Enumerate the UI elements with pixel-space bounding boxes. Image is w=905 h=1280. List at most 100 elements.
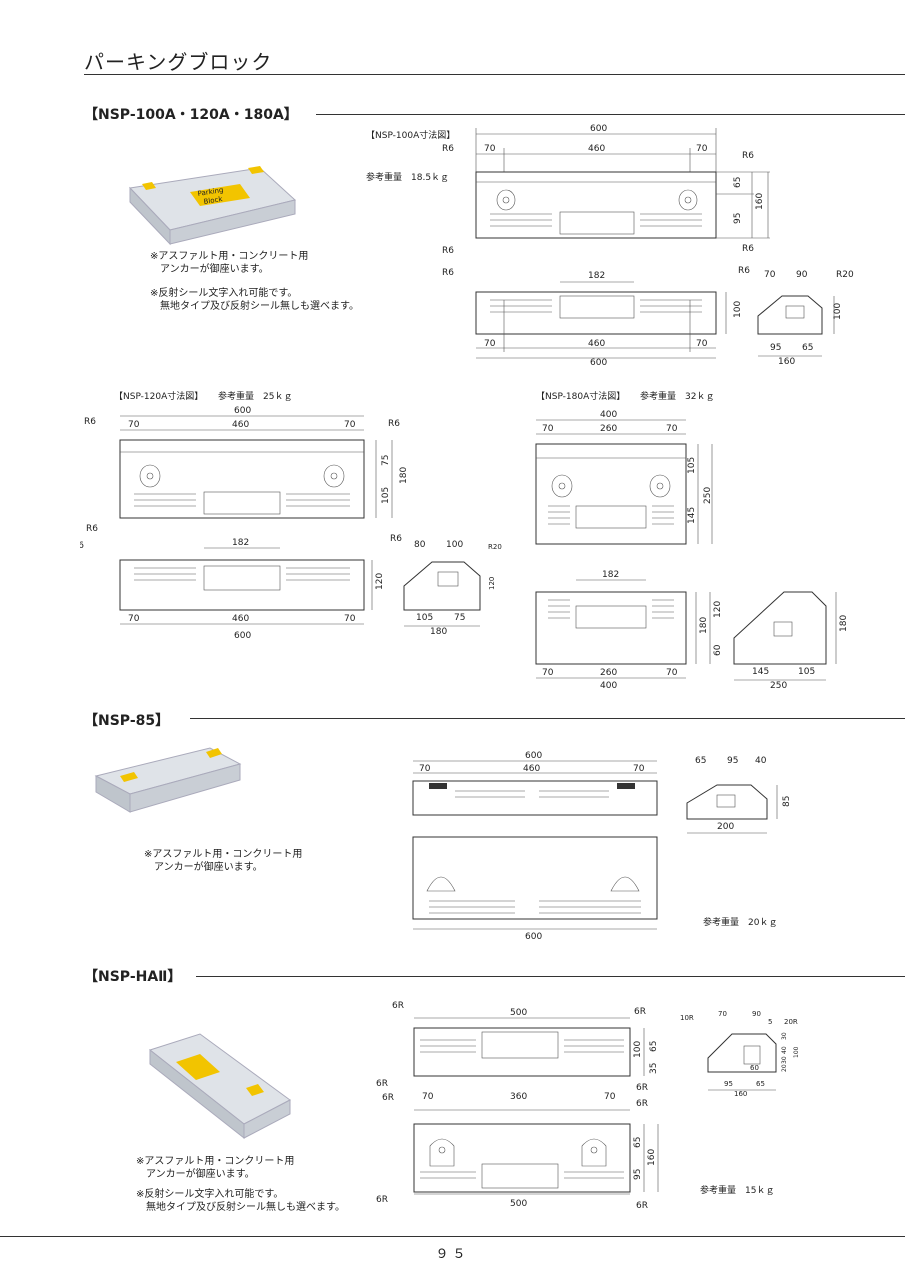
dim-120-h2: 105 (381, 487, 391, 504)
dim-85-l: 70 (419, 764, 431, 774)
dim-120-sb: 100 (446, 540, 463, 550)
dim-ha-h: 100 (633, 1041, 643, 1058)
dim-120-fw: 600 (234, 631, 251, 640)
dim-has-v4: 30 (781, 1056, 788, 1064)
section-divider (196, 976, 905, 977)
dim-has-w: 160 (734, 1090, 747, 1098)
dim-ha-th: 160 (647, 1149, 657, 1166)
dim-180-fw: 400 (600, 681, 617, 691)
dim-120-sr: R20 (488, 543, 502, 551)
product-photo-nspha (148, 1033, 291, 1140)
dim-ha-r: 70 (604, 1092, 616, 1102)
note-anchor-nspha: ※アスファルト用・コンクリート用 アンカーが御座います。 (136, 1156, 295, 1180)
dim-has-h: 100 (793, 1046, 800, 1058)
dim-has-v5: 20 (781, 1064, 788, 1072)
dim-180-h2: 145 (687, 507, 697, 524)
dim-100-r6f: R6 (738, 266, 750, 276)
dim-has-b: 90 (752, 1010, 761, 1018)
dim-120-sh: 120 (488, 577, 496, 590)
drawing-nsp85: 600 70 460 70 600 65 95 40 85 200 (412, 751, 792, 942)
dim-120-r: 70 (344, 420, 356, 430)
dim-85-w: 600 (525, 751, 542, 761)
dim-has-v1: 5 (768, 1018, 772, 1026)
caption-nsp100a: 【NSP-100A寸法図】 (366, 131, 456, 141)
dim-120-label: 182 (232, 538, 249, 548)
note-anchor-nsp85: ※アスファルト用・コンクリート用 アンカーが御座います。 (144, 849, 303, 873)
dim-100-m: 460 (588, 144, 605, 154)
weight-nsp120a: 参考重量 25ｋｇ (218, 392, 293, 402)
dim-ha-r6d: 6R (636, 1083, 648, 1093)
caption-nsp120a: 【NSP-120A寸法図】 (114, 392, 204, 402)
dim-has-c: 95 (724, 1080, 733, 1088)
dim-100-sb: 90 (796, 270, 808, 280)
dim-180-l: 70 (542, 424, 554, 434)
weight-nsp180a: 参考重量 32ｋｇ (640, 392, 715, 402)
dim-120-r6e: R6 (390, 534, 402, 544)
product-photo-nsp100: Parking Block (128, 166, 297, 246)
section-heading-nspha: 【NSP-HAⅡ】 (84, 969, 182, 985)
dim-85-bw: 600 (525, 932, 542, 942)
dim-85-sa: 65 (695, 756, 706, 766)
dim-120-r6c: R6 (86, 524, 98, 534)
caption-nsp180a: 【NSP-180A寸法図】 (536, 392, 626, 402)
dim-ha-r6e: 6R (382, 1093, 394, 1103)
dim-120-fr: 70 (344, 614, 356, 624)
block-label-1: Parking (197, 186, 224, 198)
dim-120-sw: 180 (430, 627, 447, 637)
dim-180-sd: 105 (798, 667, 815, 677)
dim-120-sa: 80 (414, 540, 426, 550)
section-heading-nsp85: 【NSP-85】 (84, 713, 170, 729)
dim-100-h2: 95 (733, 213, 743, 224)
dim-180-fh: 180 (699, 617, 709, 634)
dim-120-fh: 120 (375, 573, 385, 590)
dim-ha-th1: 65 (633, 1137, 643, 1148)
dim-100-fl: 70 (484, 339, 496, 349)
dim-100-l: 70 (484, 144, 496, 154)
dim-has-v3: 40 (781, 1046, 788, 1054)
dim-180-w: 400 (600, 410, 617, 420)
dim-120-h: 180 (399, 467, 409, 484)
drawing-nsp100a: 600 70 460 70 R6 R6 65 95 160 R6 R6 R6 R… (442, 124, 854, 368)
drawing-nsp180a: 400 70 260 70 105 145 250 182 120 60 180… (535, 410, 849, 691)
page-number: ９５ (435, 1247, 470, 1262)
dim-180-sc: 145 (752, 667, 769, 677)
dim-180-fh2: 60 (713, 644, 723, 656)
dim-100-w: 600 (590, 124, 607, 134)
dim-100-h: 160 (755, 193, 765, 210)
dim-has-r2: 20R (784, 1018, 798, 1026)
dim-ha-l: 70 (422, 1092, 434, 1102)
dim-180-label: 182 (602, 570, 619, 580)
dim-120-sc: 105 (416, 613, 433, 623)
dim-100-r6d: R6 (742, 244, 754, 254)
dim-100-label: 182 (588, 271, 605, 281)
dim-180-h1: 105 (687, 457, 697, 474)
note-reflector: ※反射シール文字入れ可能です。 無地タイプ及び反射シール無しも選べます。 (150, 288, 359, 312)
dim-100-r: 70 (696, 144, 708, 154)
product-photo-nsp85 (94, 747, 242, 813)
drawing-nspha-side: 10R 70 90 5 20R 60 30 40 30 20 100 95 65… (680, 1010, 800, 1098)
section-divider (190, 718, 905, 719)
dim-has-v2: 30 (781, 1032, 788, 1040)
weight-nspha: 参考重量 15ｋｇ (700, 1186, 775, 1196)
dim-120-l: 70 (128, 420, 140, 430)
dim-120-r6d: R6 (80, 541, 84, 551)
dim-120-w: 600 (234, 406, 251, 416)
dim-has-d: 65 (756, 1080, 765, 1088)
drawing-nspha: 6R 6R 500 100 65 35 6R 6R 6R 6R 70 360 7… (376, 1001, 659, 1211)
dim-100-sr: R20 (836, 270, 854, 280)
dim-100-fw: 600 (590, 358, 607, 368)
dim-has-inner: 60 (750, 1064, 759, 1072)
section-heading-nsp100: 【NSP-100A・120A・180A】 (84, 107, 298, 123)
dim-120-r6a: R6 (84, 417, 96, 427)
dim-85-sb: 95 (727, 756, 738, 766)
dim-ha-m: 360 (510, 1092, 527, 1102)
dim-ha-r6h: 6R (636, 1201, 648, 1211)
note-anchor: ※アスファルト用・コンクリート用 アンカーが御座います。 (150, 251, 309, 275)
dim-ha-r6g: 6R (376, 1195, 388, 1205)
dim-100-fr: 70 (696, 339, 708, 349)
dim-ha-tw: 500 (510, 1199, 527, 1209)
dim-100-sw: 160 (778, 357, 795, 367)
dim-180-r: 70 (666, 424, 678, 434)
dim-has-r1: 10R (680, 1014, 694, 1022)
dim-180-h: 250 (703, 487, 713, 504)
